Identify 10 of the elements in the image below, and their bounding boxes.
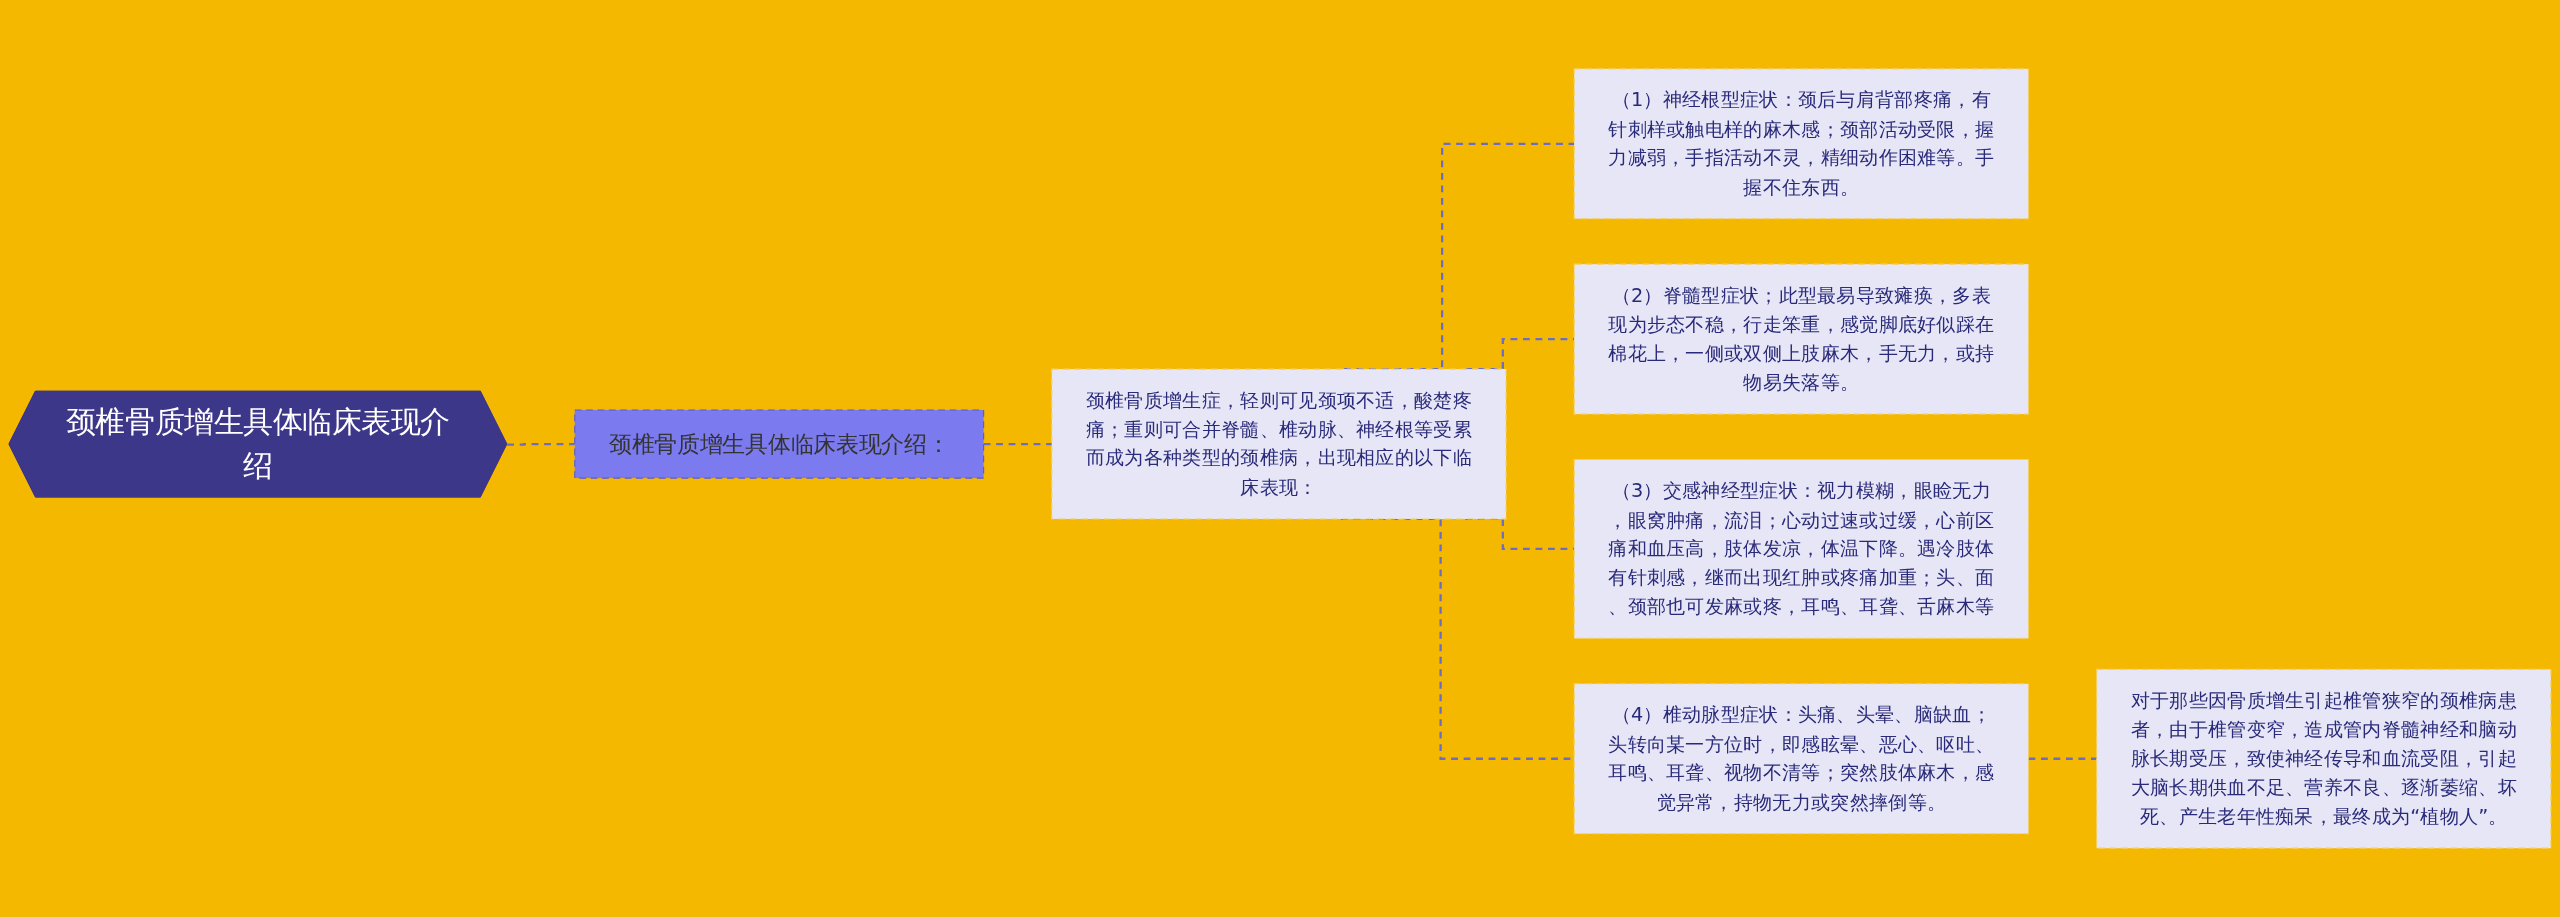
node-box: 对于那些因骨质增生引起椎管狭窄的颈椎病患者，由于椎管变窄，造成管内脊髓神经和脑动脉长期受压，致使神经传导和血流受阻，引起大脑长期供血不足、营养不良、逐渐萎缩、坏死、产生老年性痴呆，最终成为“植物人”。 (2096, 668, 2552, 849)
node-box: （3）交感神经型症状：视力模糊，眼睑无力，眼窝肿痛，流泪；心动过速或过缓，心前区痛和血压高，肢体发凉，体温下降。遇冷肢体有针刺感，继而出现红肿或疼痛加重；头、面、颈部也可发麻或疼，耳鸣、耳聋、舌麻木等 (1573, 458, 2030, 639)
node-box: （4）椎动脉型症状：头痛、头晕、脑缺血；头转向某一方位时，即感眩晕、恶心、呕吐、耳鸣、耳聋、视物不清等；突然肢体麻木，感觉异常，持物无力或突然摔倒等。 (1573, 683, 2030, 835)
node-box: （1）神经根型症状：颈后与肩背部疼痛，有针刺样或触电样的麻木感；颈部活动受限，握力减弱，手指活动不灵，精细动作困难等。手握不住东西。 (1573, 68, 2030, 220)
node-box: （2）脊髓型症状；此型最易导致瘫痪，多表现为步态不稳，行走笨重，感觉脚底好似踩在棉花上，一侧或双侧上肢麻木，手无力，或持物易失落等。 (1573, 263, 2030, 415)
connector (983, 442, 1052, 446)
connector (507, 442, 575, 446)
connector (2028, 757, 2097, 760)
node-box: 颈椎骨质增生具体临床表现介绍： (574, 409, 985, 479)
node-box: 颈椎骨质增生症，轻则可见颈项不适，酸楚疼痛；重则可合并脊髓、椎动脉、神经根等受累而成为各种类型的颈椎病，出现相应的以下临床表现： (1051, 368, 1507, 520)
